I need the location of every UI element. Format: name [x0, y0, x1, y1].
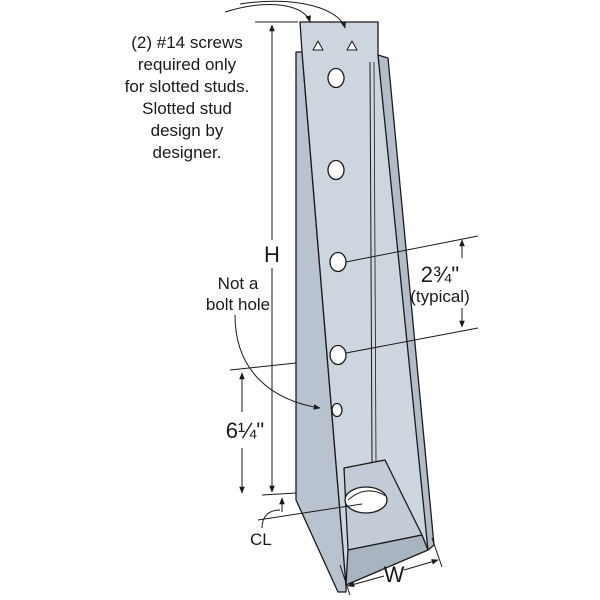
screw-mark-icon [346, 40, 358, 51]
screws-callout: (2) #14 screws required only for slotted… [125, 33, 250, 162]
fastener-holes [327, 67, 347, 418]
callout-line: design by [151, 121, 224, 140]
non-bolt-hole [331, 402, 343, 418]
callout-line: designer. [153, 143, 222, 162]
fastener-hole [327, 67, 345, 89]
fastener-hole [329, 251, 347, 273]
fastener-hole [327, 159, 345, 181]
bolt-offset-label: 6¼" [226, 418, 264, 443]
callout-line: bolt hole [206, 295, 270, 314]
leader-arrow [234, 314, 321, 410]
centerline-leader [261, 509, 281, 529]
callout-line: Not a [218, 274, 259, 293]
leader-arrow [224, 4, 311, 23]
screw-mark-icon [312, 40, 324, 51]
bend-line [373, 61, 377, 463]
bend-line [369, 61, 373, 463]
bracket [295, 21, 435, 593]
callout-line: (2) #14 screws [131, 33, 242, 52]
leader-arrow [239, 0, 346, 29]
callout-line: required only [138, 55, 237, 74]
width-label: W [384, 562, 405, 587]
callout-line: Slotted stud [142, 99, 232, 118]
centerline-label: CL [250, 530, 272, 549]
bolt-hole-callout: Not a bolt hole [206, 274, 270, 314]
fastener-hole [329, 344, 347, 366]
height-label: H [264, 242, 280, 267]
dimension-lines [224, 0, 479, 596]
bolt-hole-edge [347, 490, 387, 501]
hole-spacing-note: (typical) [410, 287, 470, 306]
anchor-bolt-hole [344, 486, 388, 514]
bottom-lip [345, 534, 429, 586]
callout-line: for slotted studs. [125, 77, 250, 96]
hole-spacing-label: 2¾" [421, 262, 459, 287]
